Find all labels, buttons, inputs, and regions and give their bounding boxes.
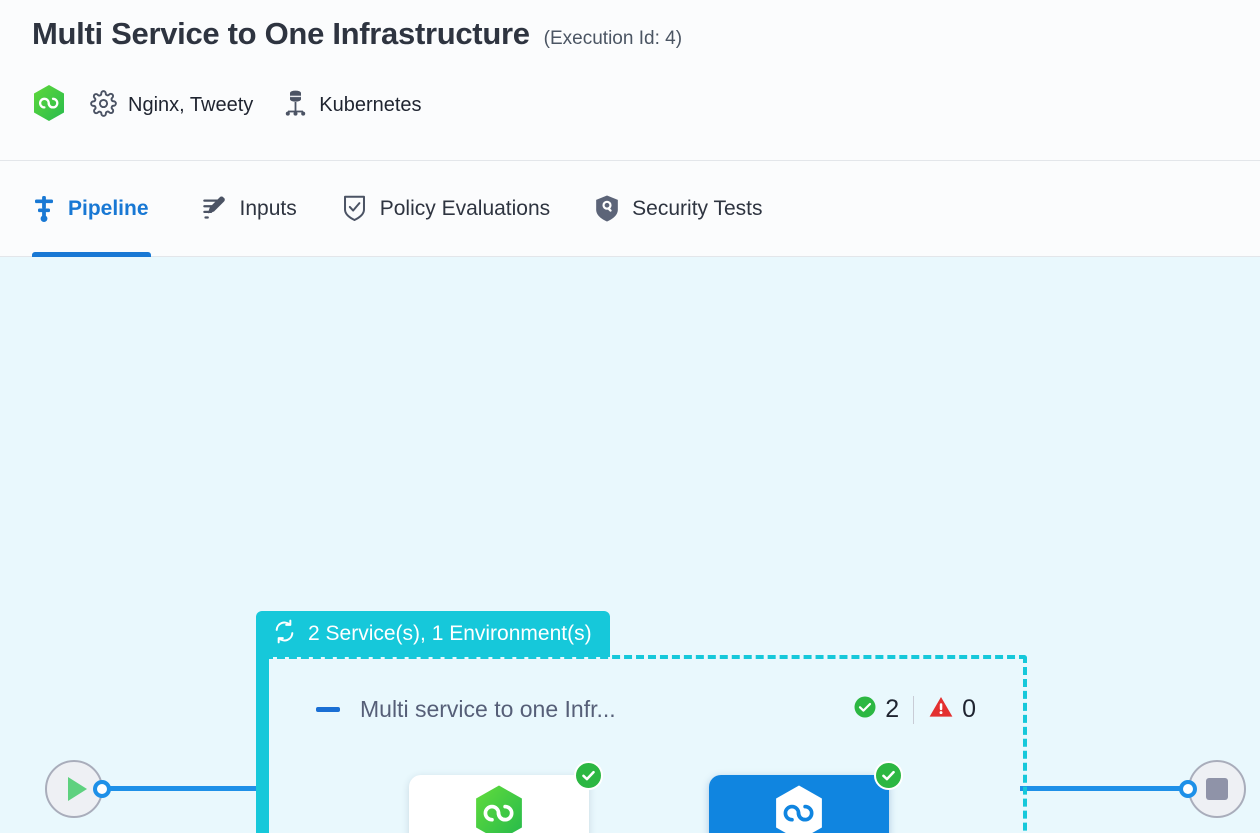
check-circle-icon xyxy=(874,761,903,790)
page-title: Multi Service to One Infrastructure xyxy=(32,16,530,51)
gear-icon xyxy=(90,89,117,122)
check-circle-icon xyxy=(574,761,603,790)
edge-start-to-group xyxy=(104,786,262,791)
group-header-label: 2 Service(s), 1 Environment(s) xyxy=(308,622,592,645)
success-count-item: 2 xyxy=(853,695,899,724)
group-title-left: Multi service to one Infr... xyxy=(316,696,616,723)
group-header-tab[interactable]: 2 Service(s), 1 Environment(s) xyxy=(256,611,610,657)
tab-pipeline-label: Pipeline xyxy=(68,196,149,220)
services-meta: Nginx, Tweety xyxy=(90,89,254,122)
counts-divider xyxy=(913,695,915,724)
inputs-edit-icon xyxy=(201,195,228,222)
group-container[interactable] xyxy=(265,655,1027,833)
tab-policy-evaluations[interactable]: Policy Evaluations xyxy=(319,161,572,257)
check-circle-icon xyxy=(853,695,877,724)
services-label: Nginx, Tweety xyxy=(128,94,254,116)
step-node-tweety[interactable]: </> xyxy=(709,761,903,833)
infrastructure-meta: Kubernetes xyxy=(283,89,422,122)
kubernetes-server-icon xyxy=(283,89,308,122)
title-row: Multi Service to One Infrastructure (Exe… xyxy=(32,16,682,52)
shield-search-icon xyxy=(594,194,620,223)
tab-security-tests-label: Security Tests xyxy=(632,196,763,220)
stop-icon xyxy=(1206,778,1228,800)
tab-pipeline[interactable]: Pipeline xyxy=(32,161,179,257)
group-name: Multi service to one Infr... xyxy=(360,696,616,722)
end-node-handle[interactable] xyxy=(1179,780,1197,798)
tab-policy-evaluations-label: Policy Evaluations xyxy=(379,196,551,220)
warning-triangle-icon xyxy=(928,695,954,724)
play-icon xyxy=(67,777,87,801)
loop-repeat-icon xyxy=(272,619,297,649)
error-count: 0 xyxy=(962,695,976,723)
shield-check-icon xyxy=(341,194,368,223)
pipeline-icon xyxy=(32,195,56,223)
hexagon-infinity-logo-icon xyxy=(773,784,825,833)
tab-inputs[interactable]: Inputs xyxy=(179,161,319,257)
step-node-nginx[interactable]: </> xyxy=(409,761,603,833)
group-title-row: Multi service to one Infr... 2 xyxy=(316,695,976,724)
start-node-handle[interactable] xyxy=(93,780,111,798)
tab-inputs-label: Inputs xyxy=(239,196,297,220)
group-counts: 2 0 xyxy=(853,695,976,724)
minus-collapse-icon[interactable] xyxy=(316,707,340,712)
infrastructure-label: Kubernetes xyxy=(319,94,422,116)
hexagon-infinity-logo-icon xyxy=(473,784,525,833)
success-count: 2 xyxy=(885,695,900,723)
tab-security-tests[interactable]: Security Tests xyxy=(572,161,784,257)
execution-id: (Execution Id: 4) xyxy=(543,28,683,49)
hexagon-infinity-logo-icon xyxy=(32,84,66,127)
tab-bar: Pipeline Inputs Policy Evaluations xyxy=(0,161,1260,257)
page-header: Multi Service to One Infrastructure (Exe… xyxy=(0,0,1260,161)
pipeline-canvas[interactable]: 2 Service(s), 1 Environment(s) Multi ser… xyxy=(0,257,1260,833)
error-count-item: 0 xyxy=(928,695,976,724)
header-meta-row: Nginx, Tweety Kubernetes xyxy=(32,84,422,127)
end-node[interactable] xyxy=(1188,760,1246,818)
edge-group-to-end xyxy=(1020,786,1185,791)
